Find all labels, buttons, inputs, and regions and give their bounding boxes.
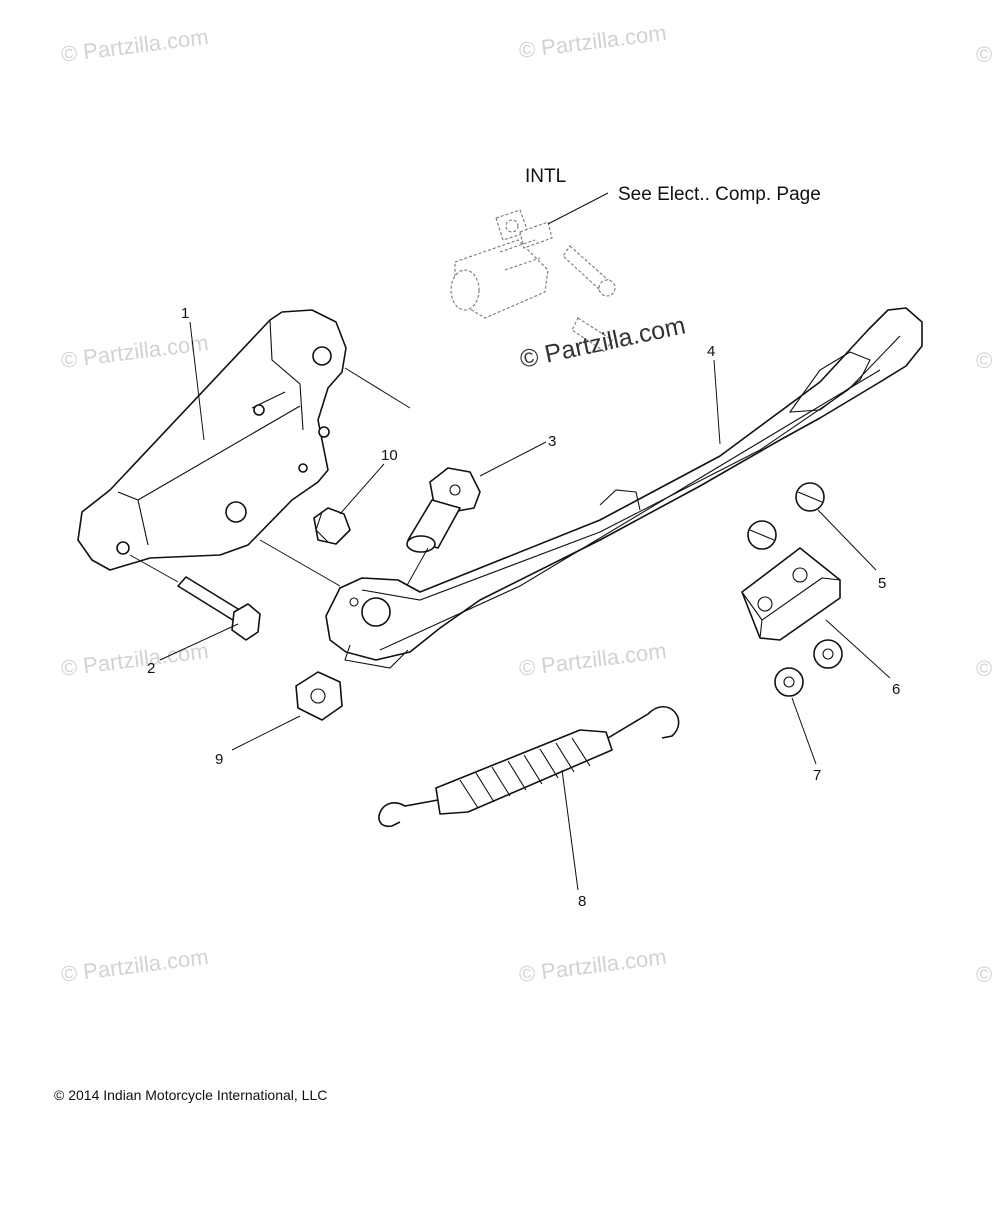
callout-3: 3: [548, 433, 556, 450]
part-3-shoulder-bolt: [391, 467, 481, 613]
watermark: © Partzilla.com: [60, 330, 210, 373]
callout-2: 2: [147, 660, 155, 677]
part-8-spring: [378, 706, 680, 827]
callout-10: 10: [381, 447, 398, 464]
part-9-nut: [295, 671, 343, 721]
intl-label: INTL: [525, 166, 566, 187]
callout-4: 4: [707, 343, 715, 360]
watermark-edge-mark: ©: [976, 42, 992, 67]
callout-5: 5: [878, 575, 886, 592]
watermark-edge-mark: ©: [976, 962, 992, 987]
callout-labels: 1 2 3 4 5 6 7 8 9 10: [147, 305, 900, 910]
watermark: © Partzilla.com: [60, 944, 210, 987]
part-4-side-stand: [325, 307, 923, 669]
callout-leaders: [159, 321, 891, 891]
callout-7: 7: [813, 767, 821, 784]
part-7-washers: [774, 639, 843, 697]
watermark: © Partzilla.com: [60, 638, 210, 681]
callout-8: 8: [578, 893, 586, 910]
watermark: © Partzilla.com: [518, 944, 668, 987]
part-2-bolt: [129, 554, 261, 641]
part-1-bracket: [77, 309, 411, 587]
watermark: © Partzilla.com: [518, 638, 668, 681]
callout-9: 9: [215, 751, 223, 768]
see-page-note: See Elect.. Comp. Page: [618, 184, 821, 205]
note-leader-line: [547, 192, 609, 225]
watermark-edge-mark: ©: [976, 348, 992, 373]
part-6-plate: [741, 547, 841, 641]
part-5-screws: [747, 482, 825, 550]
callout-6: 6: [892, 681, 900, 698]
part-10-bumper: [313, 507, 351, 545]
callout-1: 1: [181, 305, 189, 322]
center-watermark: © Partzilla.com: [517, 311, 688, 373]
watermark-edge-mark: ©: [976, 656, 992, 681]
watermark: © Partzilla.com: [518, 20, 668, 63]
intl-switch-illustration: INTL See Elect.. Comp. Page: [450, 166, 821, 353]
copyright-notice: © 2014 Indian Motorcycle International, …: [54, 1087, 327, 1103]
watermark: © Partzilla.com: [60, 24, 210, 67]
